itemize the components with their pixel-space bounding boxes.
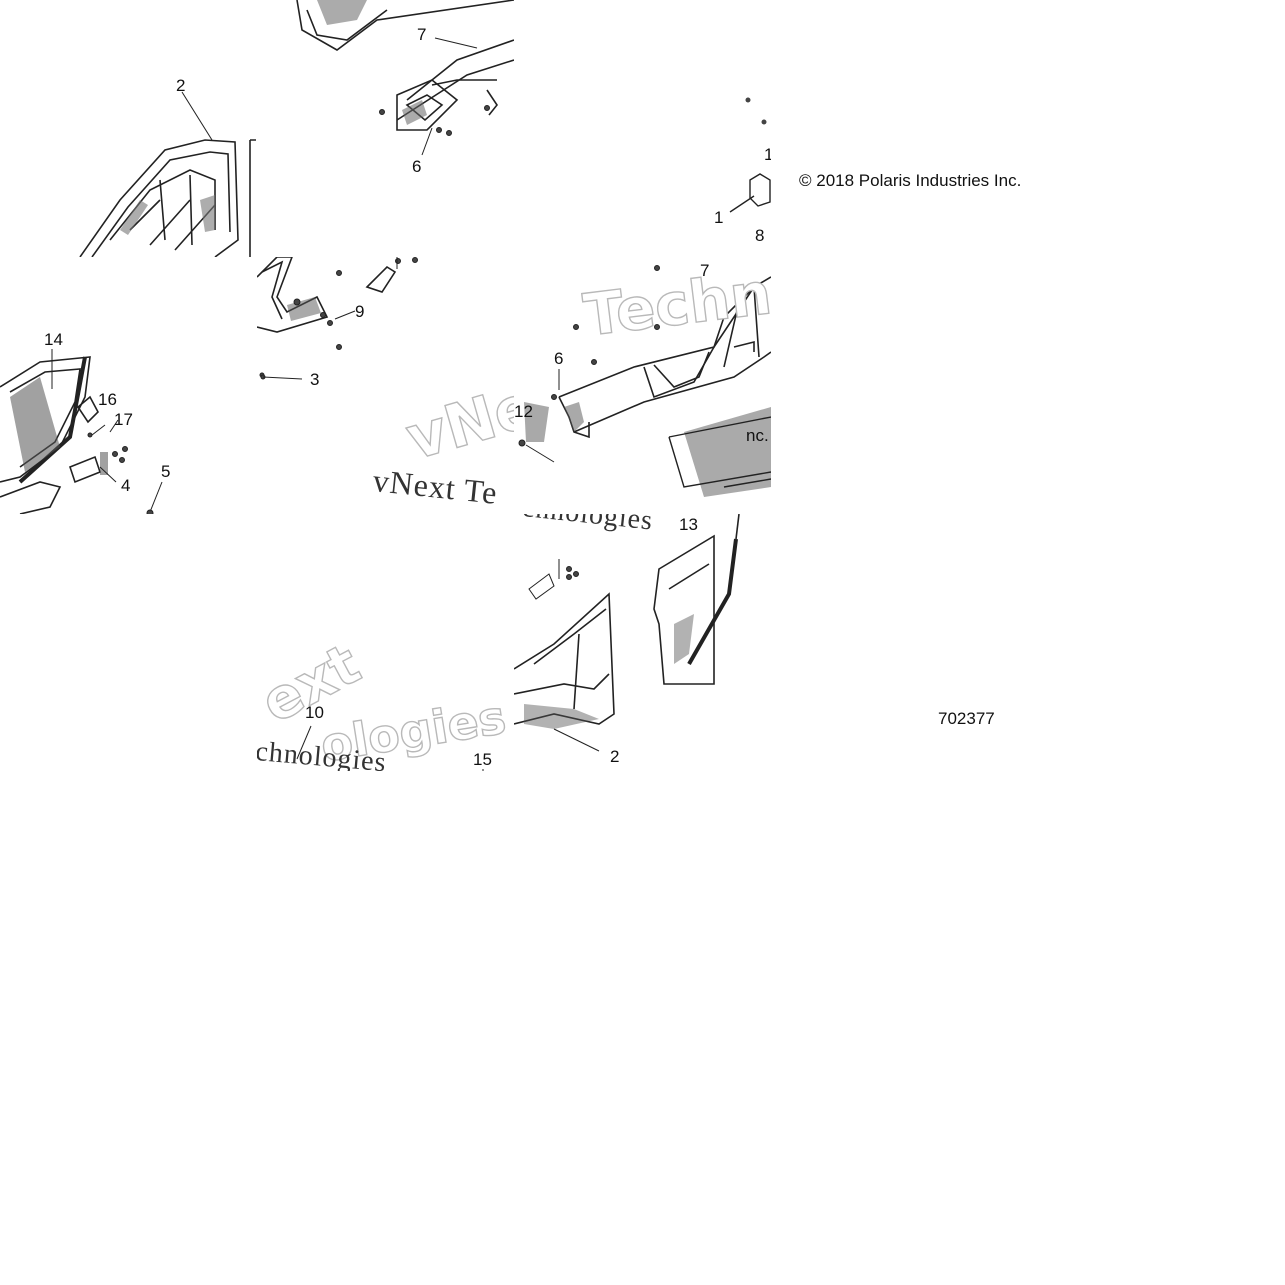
callout-9: 9 — [355, 302, 365, 321]
frame-rail-drawing — [296, 0, 514, 156]
callout-14: 14 — [44, 330, 63, 349]
door-panel-drawing — [514, 514, 740, 752]
tile-middle-right: 7 6 12 Techno nc. — [514, 257, 771, 514]
tile-bottom-right: chnologies 13 2 — [514, 514, 771, 771]
callout-5: 5 — [161, 462, 171, 481]
tile-top-right: 1 1 8 — [514, 0, 771, 257]
callout-3: 3 — [310, 370, 320, 389]
callout-7-top: 7 — [417, 25, 427, 44]
callout-1-mid: 1 — [714, 208, 724, 227]
tile-bottom-left: 10 15 ext ologies chnologies — [257, 514, 514, 771]
callout-15: 15 — [473, 750, 492, 769]
bracket-drawing — [729, 97, 771, 213]
watermark-inc-fragment: nc. — [746, 426, 769, 445]
window-frame-drawing — [0, 349, 163, 514]
door-frame-side-drawing — [518, 265, 771, 497]
callout-1-top: 1 — [764, 145, 771, 164]
callout-8: 8 — [755, 226, 765, 245]
callout-13: 13 — [679, 515, 698, 534]
callout-7-mid: 7 — [700, 261, 710, 280]
tile-middle-left: 14 16 17 4 5 — [0, 257, 257, 514]
callout-6-top: 6 — [412, 157, 422, 176]
callout-12: 12 — [514, 402, 533, 421]
callout-6-mid: 6 — [554, 349, 564, 368]
tile-center: 9 3 vNe vNext Te — [257, 257, 514, 514]
diagram-number: 702377 — [938, 709, 995, 728]
door-frame-drawing — [79, 91, 256, 257]
callout-17: 17 — [114, 410, 133, 429]
callout-2-top: 2 — [176, 76, 186, 95]
copyright-notice: © 2018 Polaris Industries Inc. — [799, 171, 1022, 190]
tile-top-middle: 7 6 — [257, 0, 514, 257]
callout-10: 10 — [305, 703, 324, 722]
leader-lines — [296, 725, 484, 771]
callout-2-bottom: 2 — [610, 747, 620, 766]
tile-top-left: 2 — [0, 0, 257, 257]
hinge-drawing — [257, 257, 418, 380]
callout-16: 16 — [98, 390, 117, 409]
callout-4: 4 — [121, 476, 131, 495]
